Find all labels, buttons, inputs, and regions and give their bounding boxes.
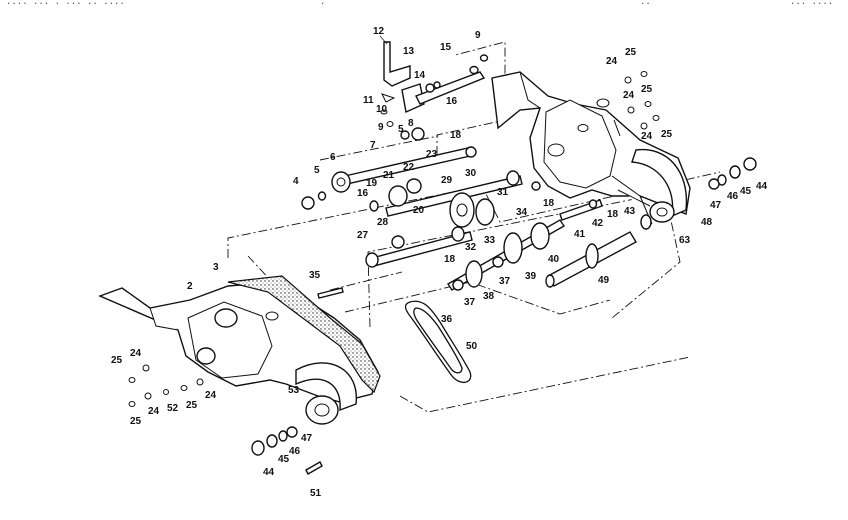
callout-c25d: 25 [111,355,123,366]
callout-c25b: 25 [641,84,653,95]
right-case-fasteners [624,71,660,130]
callout-c13: 13 [403,46,415,57]
callout-c63: 63 [679,235,691,246]
callout-c30: 30 [465,168,477,179]
callout-c7: 7 [370,140,376,151]
callout-c43: 43 [624,206,636,217]
callout-c44a: 44 [756,181,768,192]
callout-c5b: 5 [314,165,320,176]
callout-c47a: 47 [710,200,722,211]
callout-c11: 11 [363,95,374,106]
callout-c18c: 18 [444,254,456,265]
callout-c29: 29 [441,175,453,186]
callout-c2: 2 [187,281,193,292]
left-chain-case [98,275,381,412]
callout-c34: 34 [516,207,528,218]
callout-c36: 36 [441,314,453,325]
callout-c37a: 37 [499,276,511,287]
header-mark-center: · [320,0,325,9]
callout-c4: 4 [293,176,299,187]
lower-shaft-assembly [365,199,652,291]
callout-c24d: 24 [130,348,142,359]
callout-c52: 52 [167,403,179,414]
callout-c49: 49 [598,275,610,286]
callout-c27: 27 [357,230,369,241]
callout-c14: 14 [414,70,426,81]
callout-c45b: 45 [278,454,290,465]
callout-c10: 10 [376,104,388,115]
callout-c37b: 37 [464,297,476,308]
idler-bracket-assembly [379,35,489,141]
callout-c3: 3 [213,262,219,273]
callout-c53a: 53 [288,385,300,396]
header-mark-right-b: ··· ···· [790,0,833,9]
callout-c50: 50 [466,341,478,352]
header-mark-left: ···· ··· · ··· ·· ···· [6,0,125,9]
pin [317,287,344,299]
callout-c41: 41 [574,229,586,240]
callout-c18b: 18 [543,198,555,209]
callout-c44b: 44 [263,467,275,478]
callout-c5a: 5 [398,124,404,135]
callout-c15: 15 [440,42,452,53]
callout-c24f: 24 [205,390,217,401]
callout-c42: 42 [592,218,604,229]
callout-c38: 38 [483,291,495,302]
callout-c21: 21 [383,170,395,181]
right-chain-case [491,71,691,225]
callout-c45a: 45 [740,186,752,197]
callout-c20: 20 [413,205,425,216]
left-case-fasteners [128,364,204,407]
callout-c25f: 25 [186,400,198,411]
callout-c32: 32 [465,242,477,253]
callout-c12: 12 [373,26,385,37]
callout-c51: 51 [310,488,322,499]
left-output-hub [251,395,339,475]
callout-c16b: 16 [357,188,369,199]
drive-axle [545,231,637,288]
callout-c18d: 18 [607,209,619,220]
callout-c24c: 24 [641,131,653,142]
callout-c28: 28 [377,217,389,228]
callout-c9a: 9 [475,30,481,41]
callout-c48: 48 [701,217,713,228]
callout-c9b: 9 [378,122,384,133]
callout-c18a: 18 [450,130,462,141]
callout-c19: 19 [366,178,378,189]
callout-c46a: 46 [727,191,739,202]
callout-c31: 31 [497,187,509,198]
callout-c24e: 24 [148,406,160,417]
callout-c24a: 24 [606,56,618,67]
callout-c23: 23 [426,149,438,160]
callout-c16: 16 [446,96,458,107]
middle-shaft-assembly [369,170,541,228]
callout-c8: 8 [408,118,414,129]
callout-c25a: 25 [625,47,637,58]
callout-c6: 6 [330,152,336,163]
callout-c33: 33 [484,235,496,246]
callout-c47b: 47 [301,433,313,444]
callout-c24b: 24 [623,90,635,101]
callout-c22: 22 [403,162,415,173]
header-mark-right-a: ·· [640,0,651,9]
right-output-hub [649,157,757,223]
callout-c35: 35 [309,270,321,281]
callout-c39: 39 [525,271,537,282]
drive-belt [404,300,472,383]
callout-c25c: 25 [661,129,673,140]
upper-shaft-assembly [301,146,477,210]
callout-c40: 40 [548,254,560,265]
callout-c25e: 25 [130,416,142,427]
callout-c46b: 46 [289,446,301,457]
